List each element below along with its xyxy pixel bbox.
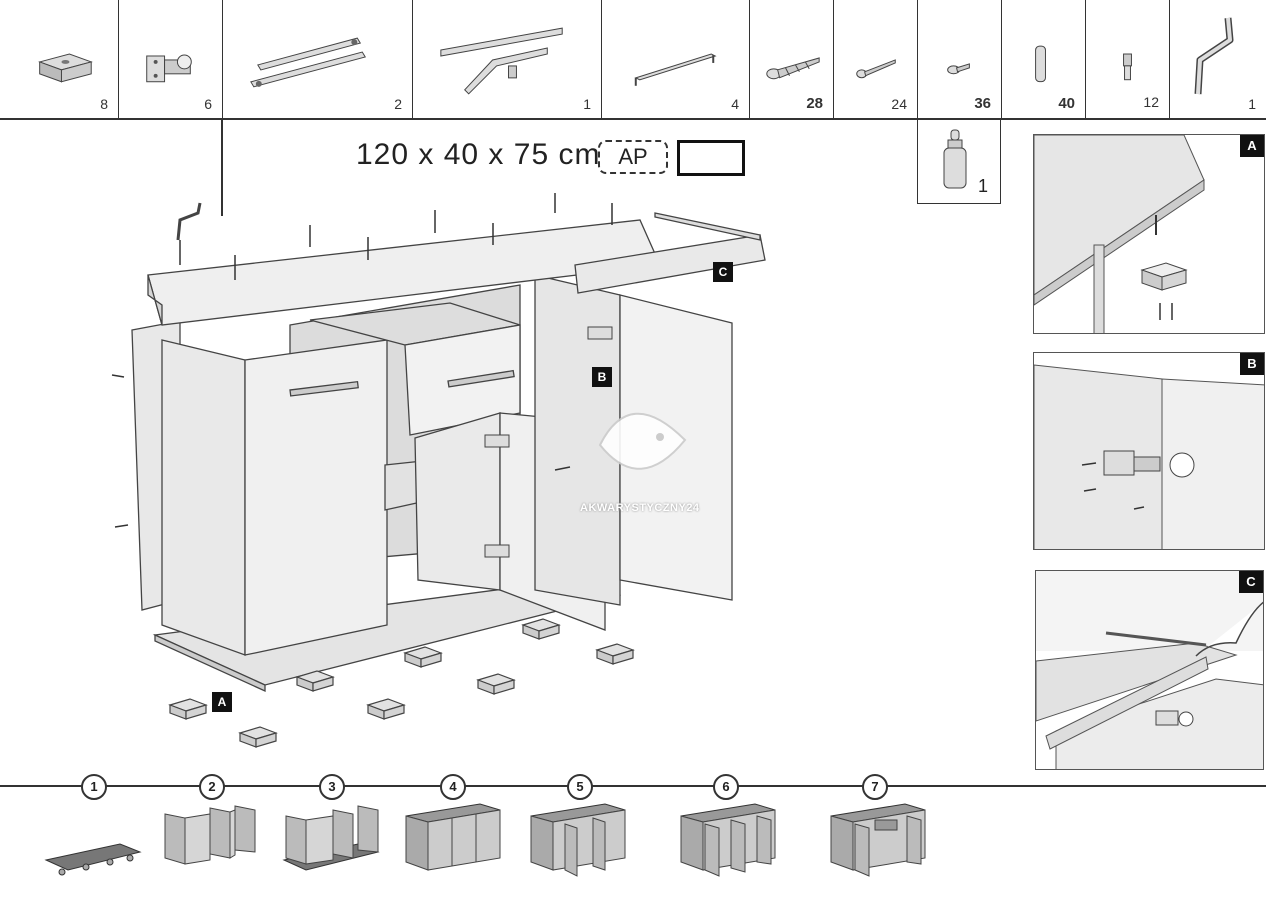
part-glue-bottle: 1 — [917, 118, 1001, 204]
drawer-runner-icon — [250, 37, 367, 88]
callout-a: A — [212, 692, 232, 712]
parts-strip: 8 6 2 1 4 — [0, 0, 1266, 120]
detail-c-drawing — [1036, 571, 1263, 769]
detail-c: C — [1035, 570, 1264, 770]
part-qty: 12 — [1143, 94, 1159, 110]
callout-b: B — [592, 367, 612, 387]
step-5-figure — [530, 803, 626, 877]
step-7-figure — [830, 803, 926, 877]
part-allen-key: 1 — [1170, 0, 1266, 120]
glue-bottle-icon — [943, 129, 967, 189]
part-screw-small: 24 — [834, 0, 918, 120]
part-qty: 8 — [100, 96, 108, 112]
part-qty: 2 — [394, 96, 402, 112]
allen-key-icon — [1194, 17, 1234, 95]
part-hinge: 6 — [119, 0, 223, 120]
foot-block-icon — [38, 53, 93, 83]
part-drawer-runner: 2 — [223, 0, 413, 120]
part-qty: 36 — [974, 95, 991, 112]
screw-short-icon — [947, 63, 970, 75]
callout-c: C — [713, 262, 733, 282]
step-6-figure — [680, 803, 776, 877]
step-2-figure — [164, 805, 256, 865]
part-qty: 6 — [204, 96, 212, 112]
back-rail-icon — [440, 27, 563, 95]
step-4-figure — [405, 803, 501, 871]
part-qty: 24 — [891, 96, 907, 112]
hinge-icon — [146, 54, 192, 83]
divider-line — [221, 118, 223, 216]
step-2-marker: 2 — [199, 774, 225, 800]
step-3-figure — [282, 805, 380, 871]
detail-b: B — [1033, 352, 1265, 550]
detail-a-drawing — [1034, 135, 1205, 333]
screw-small-icon — [856, 59, 896, 79]
detail-b-drawing — [1034, 364, 1264, 549]
detail-a: A — [1033, 134, 1265, 334]
handle-icon — [634, 53, 717, 86]
watermark-text: AKWARYSTYCZNY24 — [580, 502, 700, 514]
detail-tag-c: C — [1239, 571, 1263, 593]
step-6-marker: 6 — [713, 774, 739, 800]
part-screw-short: 36 — [918, 0, 1002, 120]
step-3-marker: 3 — [319, 774, 345, 800]
part-screw-large: 28 — [750, 0, 834, 120]
dimensions-label: 120 x 40 x 75 cm — [356, 138, 601, 171]
step-1-figure — [44, 843, 142, 876]
step-4-marker: 4 — [440, 774, 466, 800]
part-foot-block: 8 — [0, 0, 119, 120]
part-shelf-pin: 12 — [1086, 0, 1170, 120]
detail-tag-b: B — [1240, 353, 1264, 375]
part-handle: 4 — [602, 0, 750, 120]
detail-tag-a: A — [1240, 135, 1264, 157]
part-qty: 1 — [583, 96, 591, 112]
step-7-marker: 7 — [862, 774, 888, 800]
screw-large-icon — [766, 57, 820, 80]
exploded-cabinet-drawing — [111, 193, 766, 748]
part-qty: 40 — [1058, 95, 1075, 112]
part-qty: 1 — [977, 176, 988, 196]
dowel-icon — [1035, 45, 1046, 83]
model-code: AP — [598, 140, 668, 174]
part-qty: 4 — [731, 96, 739, 112]
step-5-marker: 5 — [567, 774, 593, 800]
part-back-rail: 1 — [413, 0, 602, 120]
part-qty: 28 — [806, 95, 823, 112]
fish-logo-icon — [598, 412, 687, 470]
part-dowel: 40 — [1002, 0, 1086, 120]
part-qty: 1 — [1248, 96, 1256, 112]
steps-divider — [0, 785, 1266, 787]
step-1-marker: 1 — [81, 774, 107, 800]
shelf-pin-icon — [1123, 53, 1132, 81]
blank-box — [677, 140, 745, 176]
